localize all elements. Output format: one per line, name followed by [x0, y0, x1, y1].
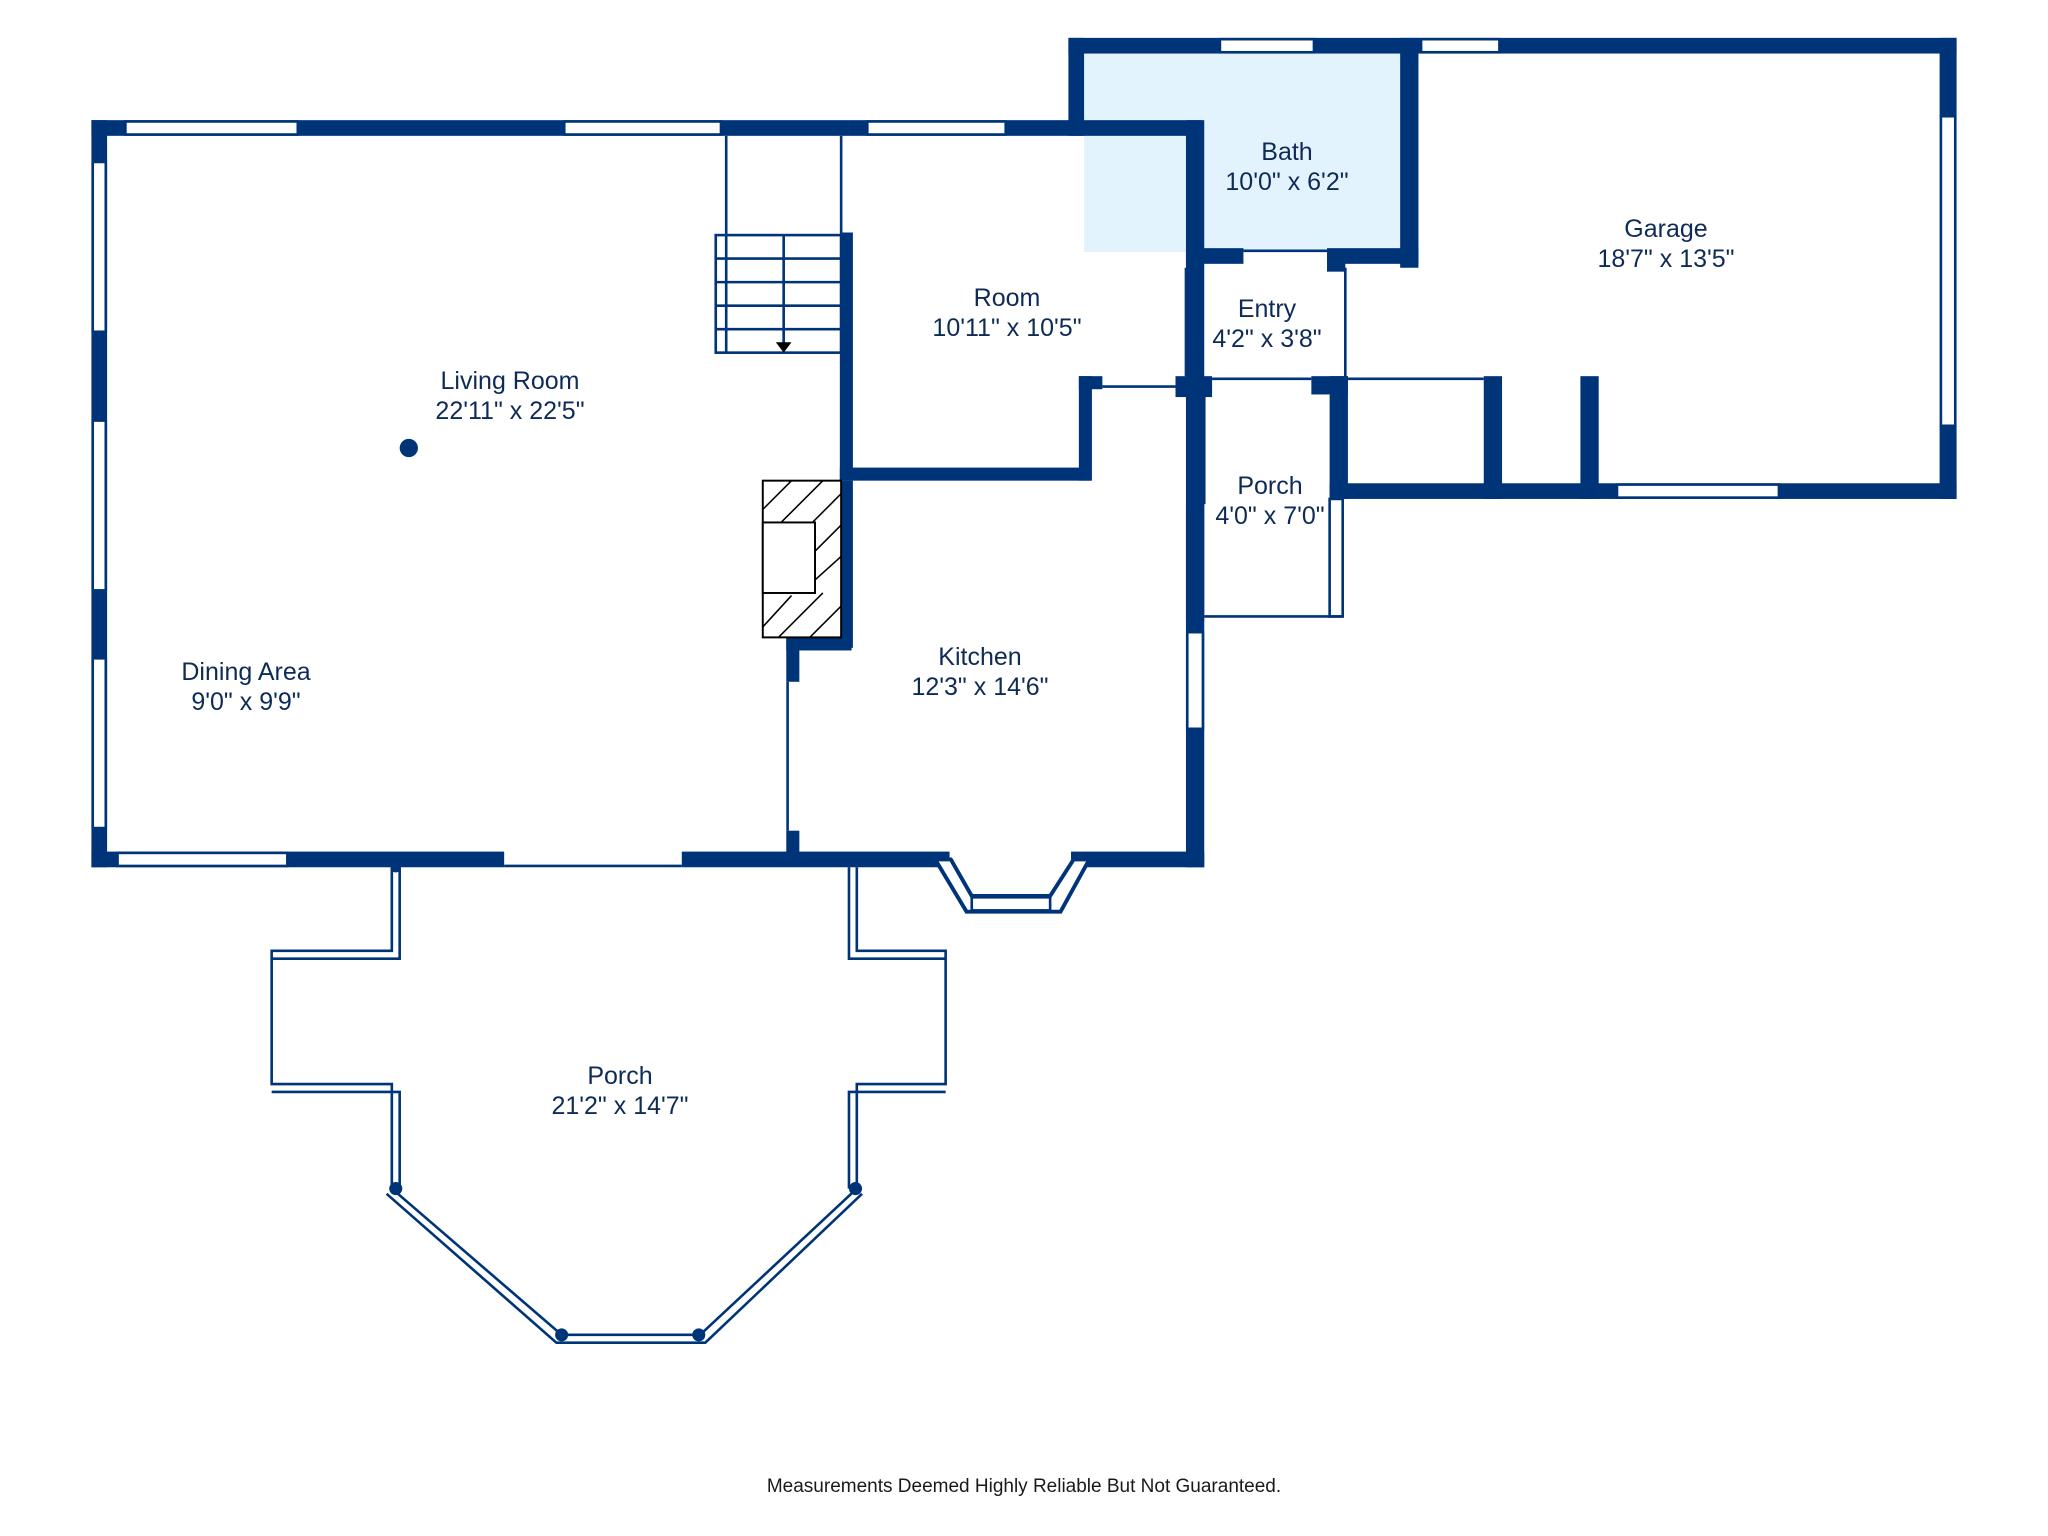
- ceiling-fixture-marker: [399, 438, 418, 458]
- bath-area-fill: [1084, 52, 1403, 253]
- room-dimensions: 4'2" x 3'8": [1212, 325, 1322, 353]
- room-name: Entry: [1237, 295, 1297, 323]
- room-dimensions: 4'0" x 7'0": [1215, 502, 1325, 530]
- room-name: Kitchen: [938, 643, 1022, 671]
- windows: [91, 37, 1957, 868]
- small-porch-walls: [1185, 391, 1344, 622]
- room-label-dining-area: Dining Area 9'0" x 9'9": [181, 657, 310, 717]
- room-label-bath: Bath 10'0" x 6'2": [1225, 137, 1348, 197]
- room-dimensions: 21'2" x 14'7": [551, 1092, 689, 1120]
- room-dimensions: 22'11" x 22'5": [435, 397, 585, 425]
- garage-walls: [1311, 37, 1957, 499]
- room-label-entry: Entry 4'2" x 3'8": [1212, 294, 1321, 354]
- room-dimensions: 10'0" x 6'2": [1225, 168, 1349, 196]
- room-dimensions: 10'11" x 10'5": [932, 314, 1082, 342]
- room-dimensions: 18'7" x 13'5": [1597, 245, 1735, 273]
- large-porch-outline: [270, 862, 947, 1344]
- room-label-garage: Garage 18'7" x 13'5": [1597, 214, 1734, 274]
- measurement-disclaimer: Measurements Deemed Highly Reliable But …: [766, 1476, 1282, 1497]
- room-name: Garage: [1624, 215, 1708, 243]
- room-name: Room: [973, 284, 1041, 312]
- room-name: Dining Area: [181, 658, 311, 686]
- room-label-living-room: Living Room 22'11" x 22'5": [435, 366, 584, 426]
- main-house-walls: [91, 120, 1213, 868]
- room-name: Bath: [1261, 138, 1313, 166]
- room-dimensions: 12'3" x 14'6": [911, 673, 1049, 701]
- room-dimensions: 9'0" x 9'9": [191, 688, 301, 716]
- staircase: [714, 233, 843, 354]
- openings: [504, 135, 1484, 868]
- room-name: Porch: [587, 1062, 653, 1090]
- room-label-large-porch: Porch 21'2" x 14'7": [551, 1061, 688, 1121]
- room-label-kitchen: Kitchen 12'3" x 14'6": [911, 642, 1048, 702]
- room-name: Living Room: [440, 367, 580, 395]
- room-label-small-porch: Porch 4'0" x 7'0": [1215, 471, 1324, 531]
- kitchen-bay-window: [931, 857, 1093, 914]
- room-label-room: Room 10'11" x 10'5": [932, 283, 1081, 343]
- fireplace: [761, 479, 843, 639]
- room-name: Porch: [1237, 472, 1303, 500]
